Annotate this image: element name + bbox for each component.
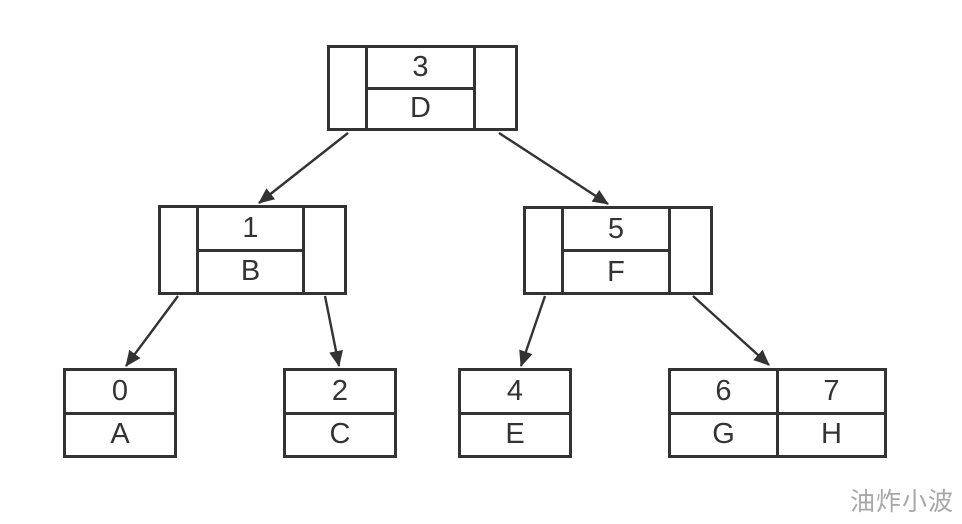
edge-arrow-node1-to-leaf0 xyxy=(125,295,179,367)
key-value-cells: 5 F xyxy=(564,209,668,292)
watermark-text: 油炸小波 xyxy=(849,488,954,516)
node-key: 3 xyxy=(412,50,429,83)
tree-node-internal-left: 1 B xyxy=(158,205,347,295)
child-pointer-cell-right xyxy=(473,48,515,128)
edge-arrow-node5-to-leaf4 xyxy=(519,295,547,367)
leaf-cell: 6 G xyxy=(671,371,776,455)
leaf-cell: 7 H xyxy=(776,371,884,455)
leaf-value: A xyxy=(66,411,174,456)
node-key: 1 xyxy=(242,211,259,244)
child-pointer-cell-left xyxy=(526,209,564,292)
tree-leaf-6-7: 6 G 7 H xyxy=(668,368,887,458)
node-value: F xyxy=(564,249,668,292)
node-value: D xyxy=(368,86,473,129)
leaf-value: H xyxy=(779,411,884,456)
edge-arrow-node5-to-leaf67 xyxy=(692,295,770,366)
leaf-key: 2 xyxy=(331,374,349,407)
edge-arrow-root-to-left-child xyxy=(258,132,349,204)
tree-leaf-2: 2 C xyxy=(283,368,397,458)
node-value: B xyxy=(199,248,302,293)
leaf-value: E xyxy=(461,411,569,456)
leaf-cell: 2 C xyxy=(286,371,394,455)
leaf-key: 6 xyxy=(715,374,732,407)
edge-arrow-root-to-right-child xyxy=(498,131,609,206)
child-pointer-cell-left xyxy=(330,48,368,128)
key-value-cells: 1 B xyxy=(199,208,302,292)
tree-leaf-4: 4 E xyxy=(458,368,572,458)
node-key: 5 xyxy=(607,212,625,245)
edge-arrow-node1-to-leaf2 xyxy=(323,295,343,367)
tree-node-internal-right: 5 F xyxy=(523,206,713,295)
leaf-value: C xyxy=(286,411,394,456)
child-pointer-cell-left xyxy=(161,208,199,292)
leaf-cell: 4 E xyxy=(461,371,569,455)
tree-leaf-0: 0 A xyxy=(63,368,177,458)
leaf-key: 4 xyxy=(506,374,524,407)
key-value-cells: 3 D xyxy=(368,48,473,128)
leaf-key: 7 xyxy=(823,374,840,407)
tree-node-root: 3 D xyxy=(327,45,518,131)
leaf-key: 0 xyxy=(111,374,129,407)
leaf-value: G xyxy=(671,411,776,456)
child-pointer-cell-right xyxy=(302,208,344,292)
child-pointer-cell-right xyxy=(668,209,710,292)
leaf-cell: 0 A xyxy=(66,371,174,455)
